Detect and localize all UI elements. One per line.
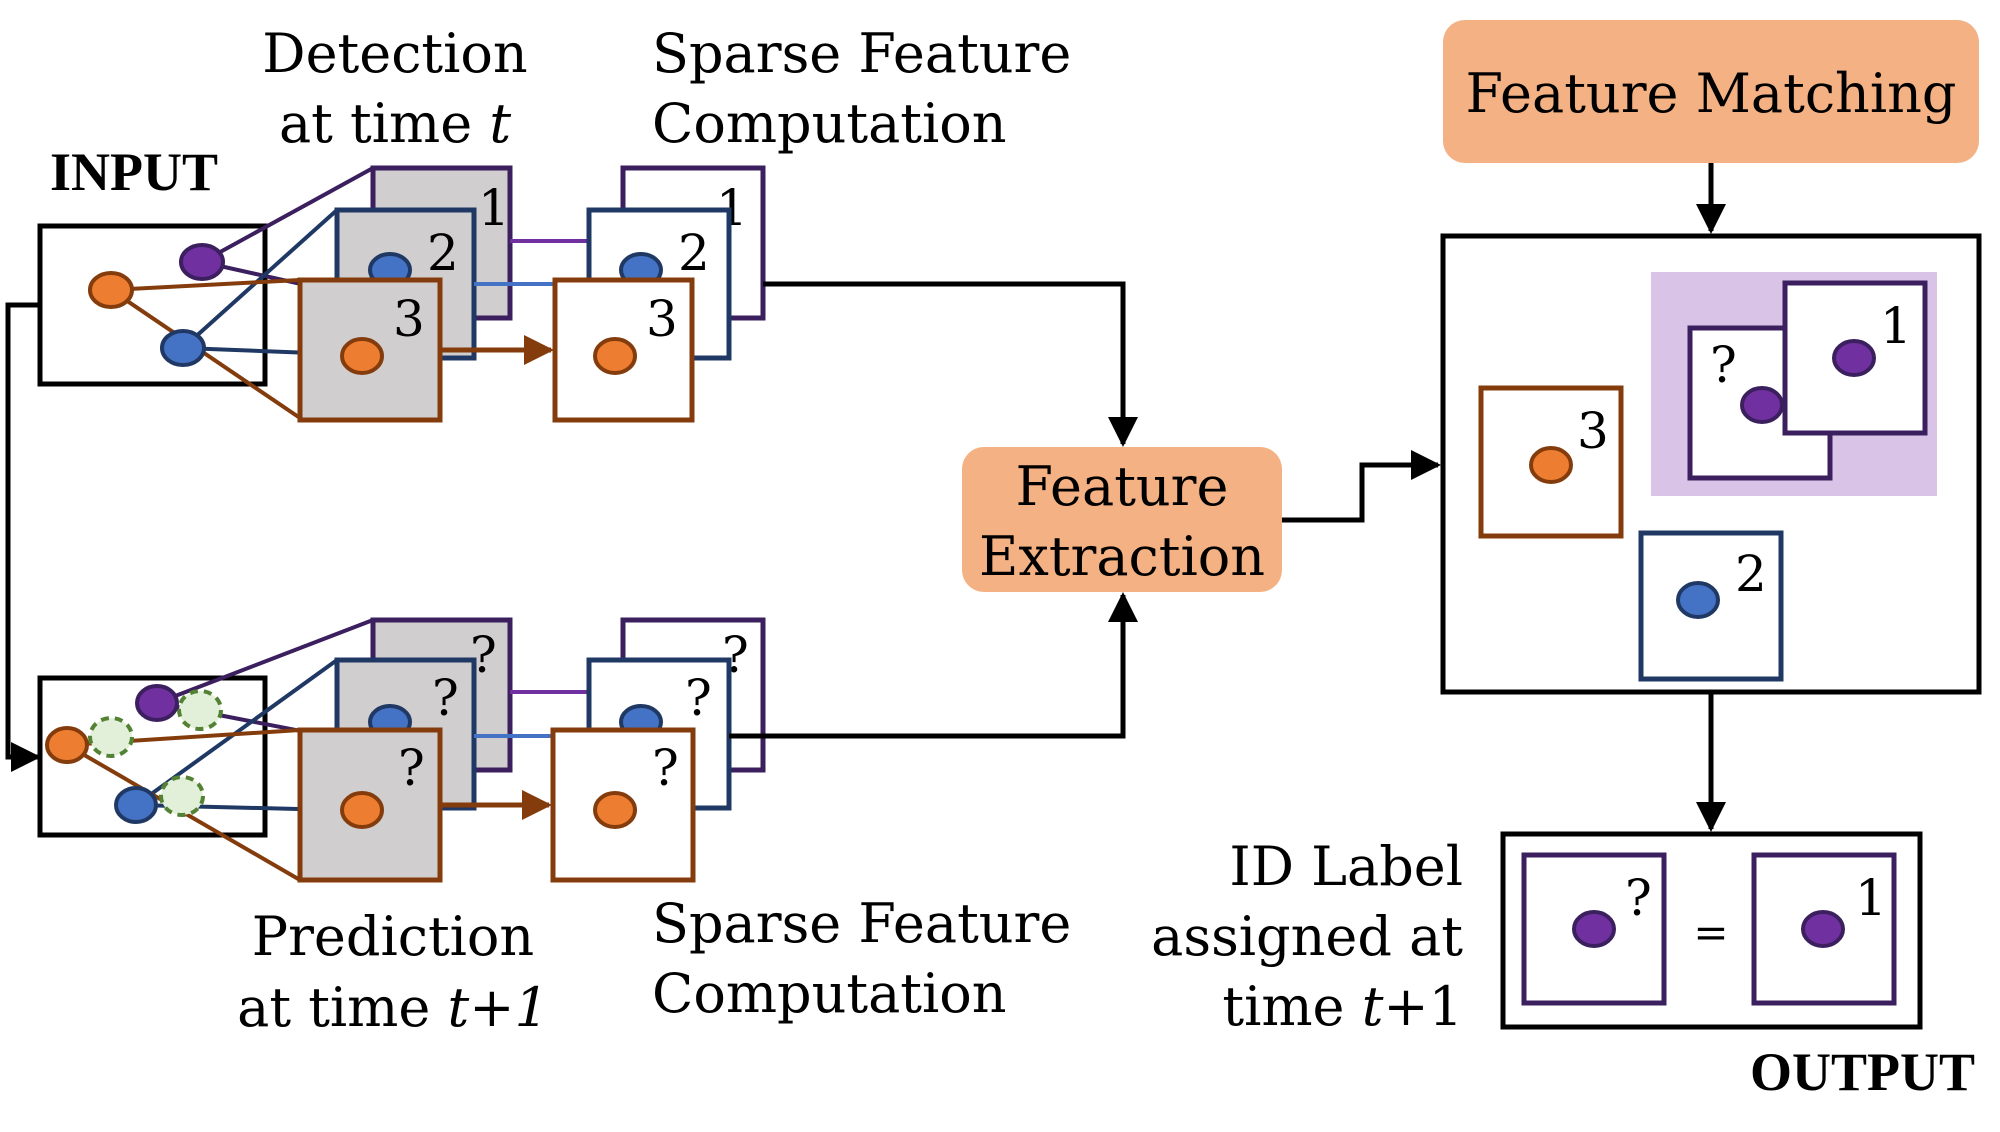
match-unknown-tag: ? bbox=[1710, 336, 1737, 394]
id-label-caption: ID Label assigned at time t+1 bbox=[1151, 835, 1463, 1038]
top-flow-arrow bbox=[763, 281, 1138, 447]
prediction-caption-line1: Prediction bbox=[252, 905, 534, 968]
predicted-position-ghost bbox=[177, 689, 223, 731]
detection-crop-3: 3 bbox=[297, 277, 443, 423]
match-known-crop: 1 bbox=[1782, 280, 1928, 436]
purple-object bbox=[179, 243, 225, 281]
match-orange-tag: 3 bbox=[1577, 402, 1609, 460]
purple-object bbox=[135, 684, 179, 722]
feature-tag-3: 3 bbox=[646, 290, 678, 348]
detection-caption: Detection at time t bbox=[262, 22, 527, 155]
predicted-position-ghost bbox=[88, 716, 134, 758]
orange-object bbox=[45, 726, 89, 764]
prediction-caption: Prediction at time t+1 bbox=[237, 905, 549, 1039]
prediction-tag-2: ? bbox=[432, 669, 459, 727]
sparse-caption-bottom-line2: Computation bbox=[652, 962, 1007, 1025]
feature-crop-q3: ? bbox=[550, 727, 696, 883]
sparse-caption-top: Sparse Feature Computation bbox=[652, 22, 1071, 155]
detections-in-input-t bbox=[88, 243, 225, 367]
sparse-caption-bottom-line1: Sparse Feature bbox=[652, 892, 1071, 955]
match-blue-tag: 2 bbox=[1735, 545, 1767, 603]
prediction-caption-line2: at time t+1 bbox=[237, 976, 549, 1039]
sparse-caption-top-line1: Sparse Feature bbox=[652, 22, 1071, 85]
equals-sign: = bbox=[1693, 908, 1728, 957]
sparse-caption-top-line2: Computation bbox=[652, 92, 1007, 155]
prediction-crop-3: ? bbox=[297, 727, 443, 883]
bottom-flow-arrow bbox=[729, 592, 1138, 739]
blue-object bbox=[160, 329, 206, 367]
id-label-line2: assigned at bbox=[1151, 905, 1463, 968]
output-label: OUTPUT bbox=[1750, 1042, 1975, 1102]
feature-extraction-line2: Extraction bbox=[979, 525, 1265, 588]
prediction-tag-3: ? bbox=[398, 739, 425, 797]
output-right-crop: 1 bbox=[1751, 852, 1897, 1006]
crop-tag-1: 1 bbox=[478, 179, 510, 237]
blue-object bbox=[114, 786, 158, 824]
feature-extraction-box: Feature Extraction bbox=[962, 447, 1282, 592]
detection-caption-line1: Detection bbox=[262, 22, 527, 85]
id-label-line1: ID Label bbox=[1229, 835, 1463, 898]
match-blue-crop: 2 bbox=[1638, 530, 1784, 682]
feature-matching-box: Feature Matching bbox=[1443, 20, 1979, 163]
extraction-to-matching-arrow bbox=[1282, 450, 1441, 523]
feature-matching-label: Feature Matching bbox=[1466, 62, 1957, 125]
feature-crop-3: 3 bbox=[552, 277, 695, 423]
input-label: INPUT bbox=[50, 142, 218, 202]
match-known-tag: 1 bbox=[1880, 297, 1912, 355]
output-right-tag: 1 bbox=[1855, 869, 1887, 927]
orange-object bbox=[88, 271, 134, 309]
output-left-crop: ? bbox=[1521, 852, 1667, 1006]
detection-caption-line2: at time t bbox=[279, 92, 511, 155]
predicted-positions bbox=[45, 684, 223, 824]
id-label-line3: time t+1 bbox=[1222, 975, 1463, 1038]
crop-tag-2: 2 bbox=[427, 224, 459, 282]
crop-tag-3: 3 bbox=[393, 290, 425, 348]
predicted-position-ghost bbox=[159, 775, 205, 817]
feature-q-tag-2: ? bbox=[685, 669, 712, 727]
output-left-tag: ? bbox=[1625, 869, 1652, 927]
match-orange-crop: 3 bbox=[1478, 385, 1624, 539]
feature-extraction-line1: Feature bbox=[1016, 455, 1229, 518]
sparse-caption-bottom: Sparse Feature Computation bbox=[652, 892, 1071, 1025]
feature-q-tag-3: ? bbox=[652, 739, 679, 797]
input-to-prediction-arrow bbox=[5, 302, 41, 772]
feature-tag-2: 2 bbox=[678, 224, 710, 282]
